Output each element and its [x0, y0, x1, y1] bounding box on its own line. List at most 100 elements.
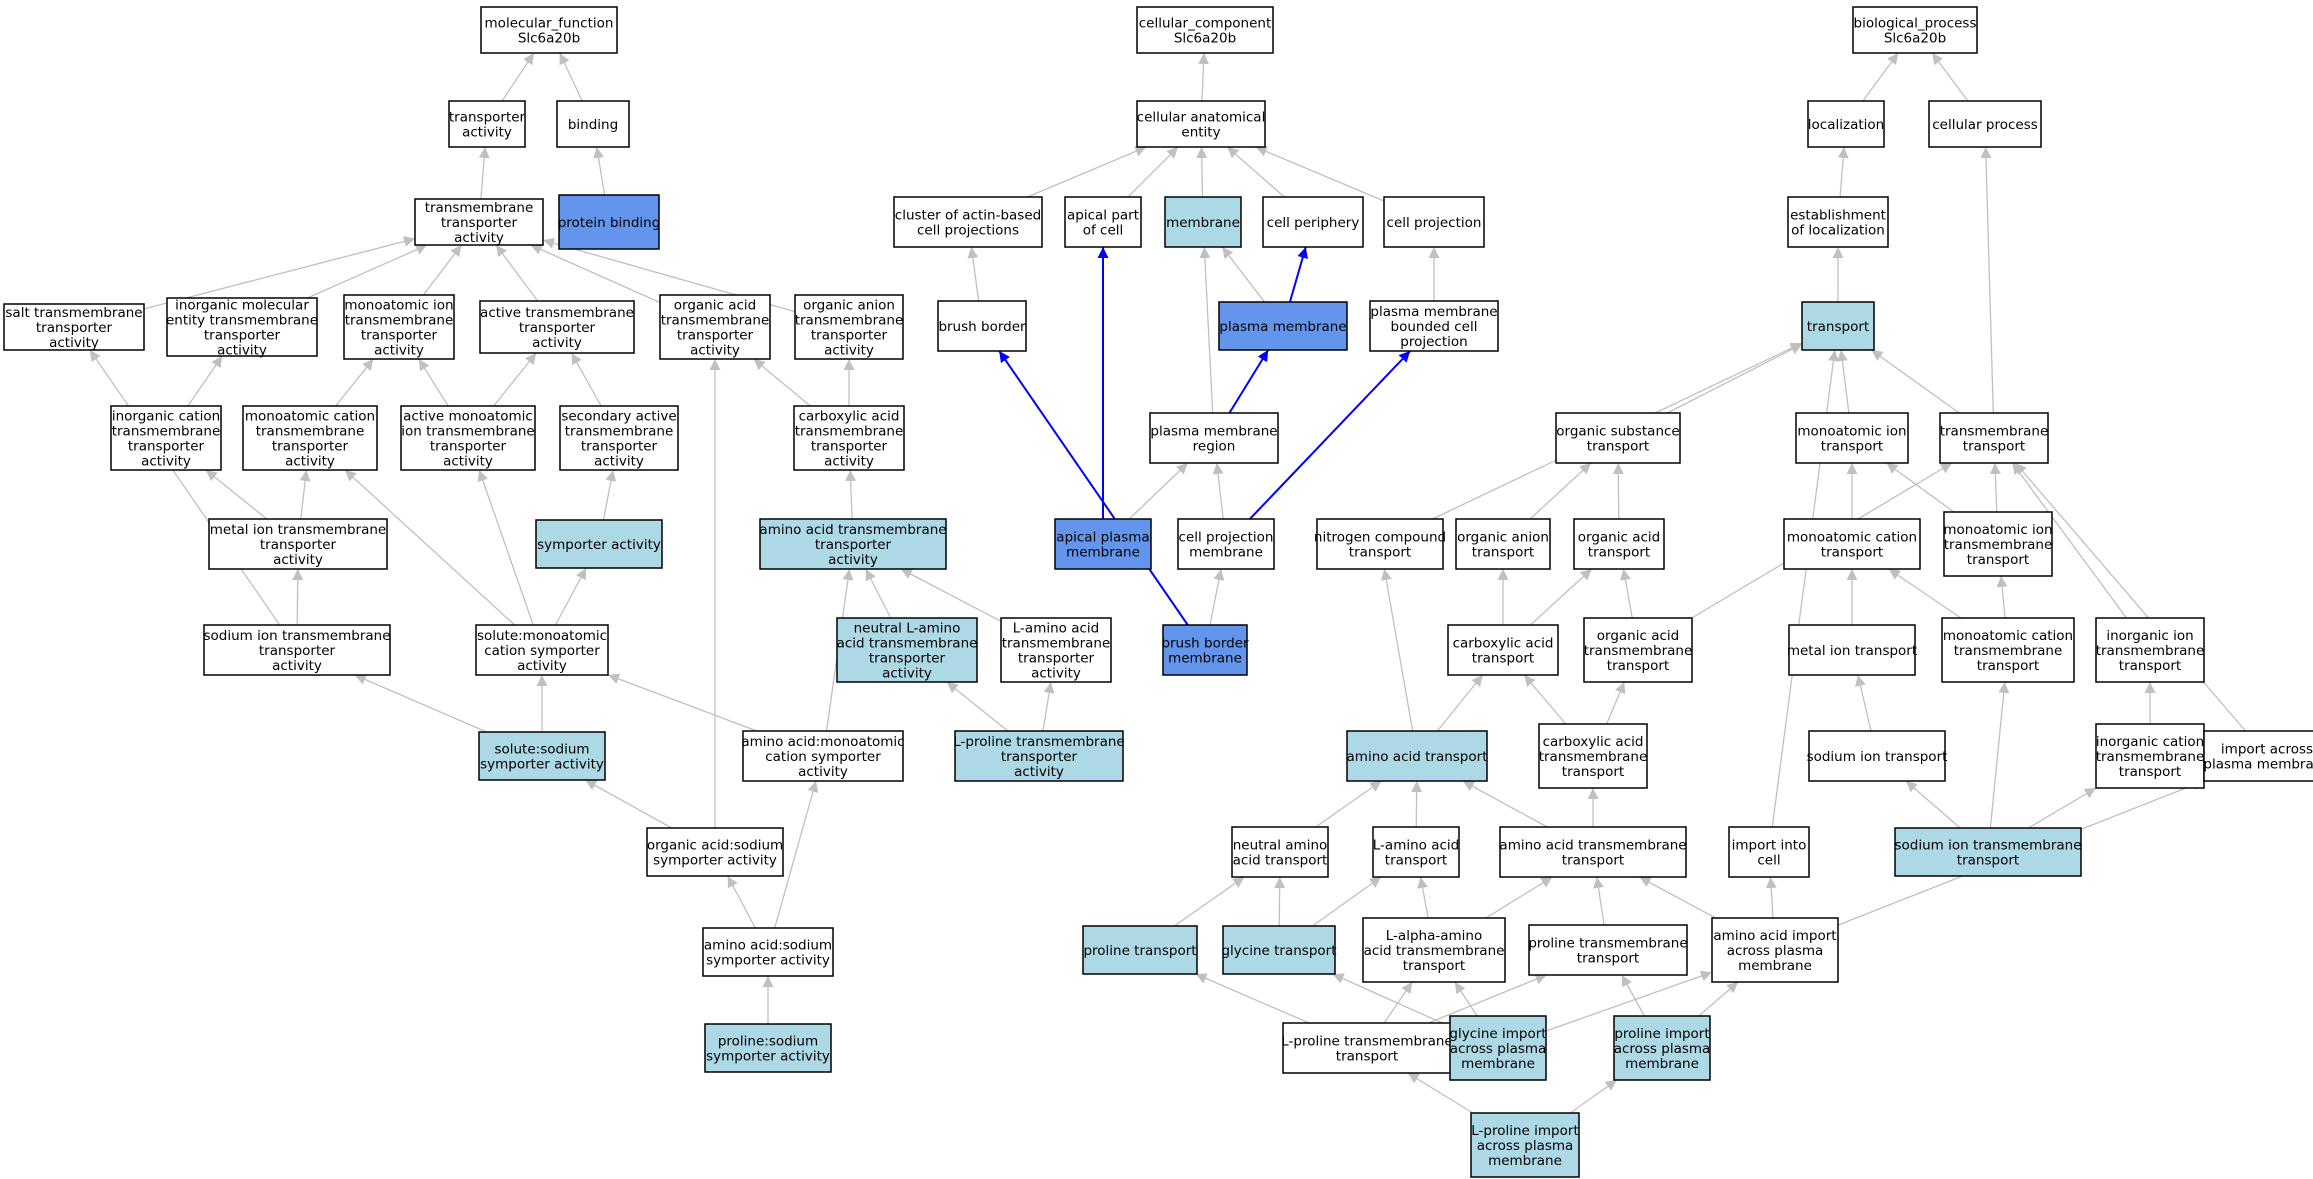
go-term-label-line: transmembrane: [2096, 643, 2205, 659]
edge-bind-to-mf: [559, 52, 583, 102]
go-term-node-orgacid[interactable]: organic acidtransmembranetransporteracti…: [659, 294, 771, 360]
go-term-label-line: transmembrane: [1954, 643, 2063, 659]
go-term-node-sodiumt[interactable]: sodium ion transport: [1807, 730, 1948, 782]
go-term-node-local[interactable]: localization: [1807, 100, 1885, 148]
go-term-label-line: Slc6a20b: [1884, 31, 1946, 47]
go-term-node-cellproj[interactable]: cell projection: [1383, 196, 1485, 248]
edge-pmregion-to-plasma: [1228, 349, 1270, 414]
go-term-label-line: L-proline transmembrane: [1281, 1034, 1452, 1050]
edge-pbind-to-bind: [593, 146, 606, 196]
edge-proimport-to-aaimport: [1698, 981, 1739, 1017]
go-term-node-aat[interactable]: amino acid transport: [1346, 730, 1488, 782]
edge-activetm-to-tmta: [495, 244, 539, 302]
go-term-label-line: active monoatomic: [403, 409, 533, 425]
go-term-label-line: transporter: [449, 110, 526, 126]
go-term-node-transport[interactable]: transport: [1801, 301, 1875, 351]
go-term-node-prot[interactable]: proline transport: [1082, 925, 1198, 975]
go-term-node-Lpro[interactable]: L-proline transmembranetransporteractivi…: [953, 730, 1125, 782]
go-term-node-membrane[interactable]: membrane: [1164, 196, 1242, 248]
go-term-node-carbox[interactable]: carboxylic acidtransmembranetransportera…: [793, 405, 905, 471]
go-term-box: [2203, 730, 2313, 782]
go-term-node-brush[interactable]: brush border: [937, 300, 1027, 352]
edge-metalion-to-monocat: [299, 469, 311, 520]
go-term-node-monoion[interactable]: monoatomic iontransmembranetransporterac…: [343, 294, 455, 360]
go-term-node-metalt[interactable]: metal ion transport: [1787, 624, 1917, 676]
go-term-node-glyt[interactable]: glycine transport: [1221, 925, 1337, 975]
go-term-label-line: transporter: [128, 439, 205, 455]
go-term-node-pbind[interactable]: protein binding: [558, 194, 661, 250]
go-term-node-sodiumion[interactable]: sodium ion transmembranetransporteractiv…: [203, 624, 391, 676]
go-term-node-monocat[interactable]: monoatomic cationtransmembranetransporte…: [242, 405, 378, 471]
go-term-node-plasma[interactable]: plasma membrane: [1218, 301, 1348, 351]
go-term-label-line: monoatomic ion: [344, 298, 453, 314]
go-term-node-cellper[interactable]: cell periphery: [1262, 196, 1364, 248]
go-term-node-bind[interactable]: binding: [556, 100, 630, 148]
go-term-node-secactive[interactable]: secondary activetransmembranetransporter…: [559, 405, 679, 471]
edge-prot-to-neutralt: [1173, 876, 1245, 927]
go-term-node-cellproc[interactable]: cellular process: [1928, 100, 2042, 148]
go-term-label-line: symporter activity: [537, 537, 661, 553]
go-term-node-organion[interactable]: organic aniontransmembranetransporteract…: [794, 294, 904, 360]
go-term-label-line: transporter: [1018, 651, 1095, 667]
go-term-node-metalion[interactable]: metal ion transmembranetransporteractivi…: [208, 518, 388, 570]
go-term-node-symp[interactable]: symporter activity: [535, 519, 663, 569]
go-term-node-aatm[interactable]: amino acid transmembranetransporteractiv…: [759, 518, 947, 570]
go-term-label-line: L-proline transmembrane: [953, 734, 1124, 750]
go-term-box: [480, 6, 618, 54]
go-term-node-Laa[interactable]: L-amino acidtransmembranetransporteracti…: [1000, 617, 1112, 683]
go-term-node-inorgcat[interactable]: inorganic cationtransmembranetransporter…: [110, 405, 222, 471]
